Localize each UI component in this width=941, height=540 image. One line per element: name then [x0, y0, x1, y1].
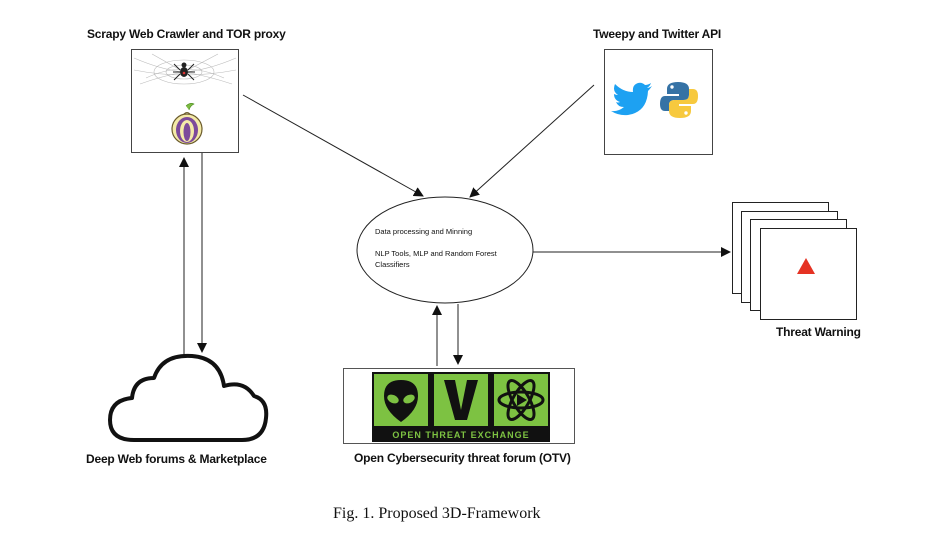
processing-line-3: Classifiers [375, 260, 410, 269]
threat-warning-label: Threat Warning [776, 325, 861, 339]
warning-page-front [760, 228, 857, 320]
arrow-twitter-to-processing [469, 84, 595, 198]
otx-box: OPEN THREAT EXCHANGE [343, 368, 575, 444]
spider-icon [173, 62, 195, 81]
atom-icon [497, 379, 545, 421]
processing-ellipse [356, 196, 534, 304]
processing-line-2: NLP Tools, MLP and Random Forest [375, 249, 497, 258]
otx-banner-text: OPEN THREAT EXCHANGE [392, 430, 530, 440]
otx-logo: OPEN THREAT EXCHANGE [372, 372, 550, 442]
deep-web-label: Deep Web forums & Marketplace [86, 452, 267, 466]
scrapy-tor-box [131, 49, 239, 153]
cloud-icon [108, 353, 269, 442]
v-letter-icon [444, 380, 478, 420]
figure-caption: Fig. 1. Proposed 3D-Framework [333, 505, 541, 522]
tweepy-label: Tweepy and Twitter API [593, 27, 722, 41]
twitter-bird-icon [611, 82, 652, 116]
spider-web-icon [133, 53, 237, 85]
scrapy-label: Scrapy Web Crawler and TOR proxy [87, 27, 286, 41]
processing-line-1: Data processing and Minning [375, 227, 473, 236]
alien-icon [384, 380, 418, 422]
tor-onion-icon [171, 103, 203, 145]
python-logo-icon [660, 82, 698, 118]
otv-label: Open Cybersecurity threat forum (OTV) [354, 451, 571, 465]
twitter-python-box [604, 49, 713, 155]
warning-triangle-icon [797, 258, 815, 274]
arrow-scrapy-to-processing [242, 94, 424, 197]
